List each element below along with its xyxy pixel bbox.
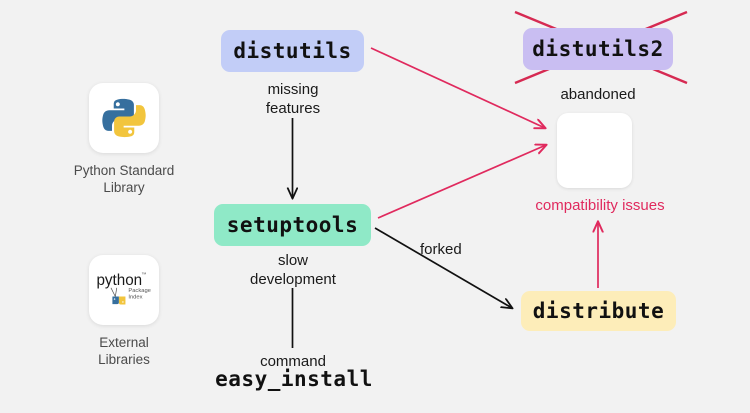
node-distutils2[interactable]: distutils2 bbox=[523, 28, 673, 70]
external-libraries-caption: External Libraries bbox=[98, 335, 150, 367]
edge-label-command: command bbox=[260, 353, 326, 370]
node-distutils[interactable]: distutils bbox=[221, 30, 364, 72]
annotation-abandoned: abandoned bbox=[560, 86, 636, 103]
node-blank-placeholder[interactable] bbox=[557, 113, 632, 188]
annotation-compatibility-issues: compatibility issues bbox=[535, 197, 665, 214]
edge-label-missing-features: missing features bbox=[265, 81, 321, 117]
edge-label-slow-development: slow development bbox=[250, 252, 336, 288]
external-libraries-logo-card: python ™ Package Index bbox=[89, 255, 159, 325]
svg-text:Package: Package bbox=[128, 288, 151, 294]
edge-label-forked: forked bbox=[420, 241, 462, 258]
pypi-logo-icon: python ™ Package Index bbox=[96, 272, 151, 305]
python-logo-icon bbox=[102, 98, 146, 138]
edge-distutils-to-blank bbox=[370, 47, 545, 128]
node-setuptools[interactable]: setuptools bbox=[214, 204, 371, 246]
node-easy-install: easy_install bbox=[215, 367, 373, 391]
node-distribute[interactable]: distribute bbox=[521, 291, 676, 331]
svg-text:python: python bbox=[96, 272, 142, 289]
svg-text:Index: Index bbox=[128, 295, 142, 301]
python-standard-library-logo-card bbox=[89, 83, 159, 153]
svg-text:™: ™ bbox=[141, 272, 146, 278]
python-standard-library-caption: Python Standard Library bbox=[73, 163, 175, 195]
